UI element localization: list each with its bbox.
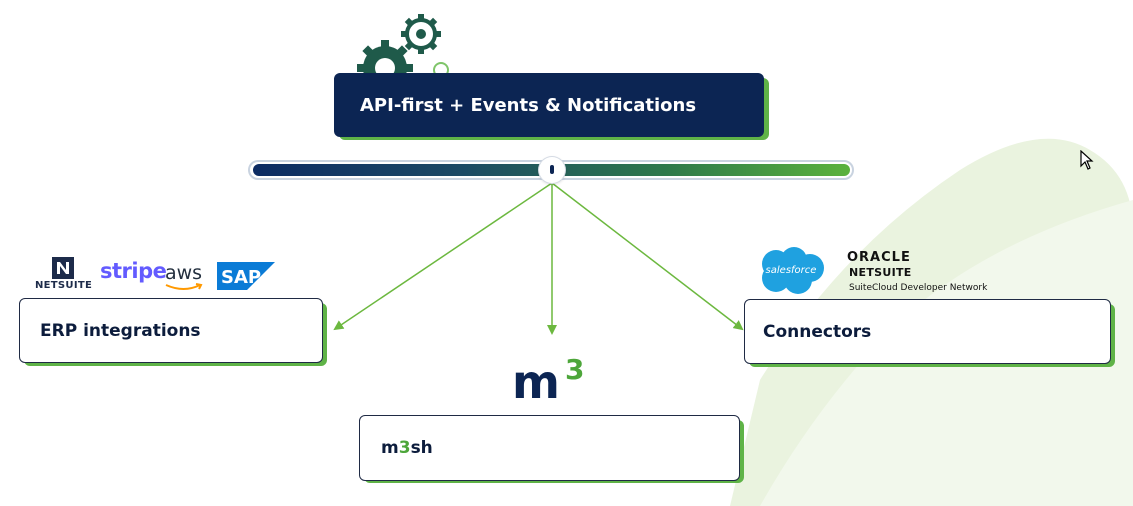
connectors-card: Connectors <box>744 299 1111 364</box>
arrow-to-erp <box>333 182 553 331</box>
netsuite-logo: NETSUITE <box>35 280 93 291</box>
stripe-logo: stripe <box>100 259 167 283</box>
sap-logo: SAP <box>217 262 275 290</box>
m3-logo: m <box>512 355 560 409</box>
aws-logo: aws <box>165 262 203 284</box>
erp-integrations-label: ERP integrations <box>40 320 201 341</box>
sap-logo-text: SAP <box>221 267 261 288</box>
m3-logo-superscript: 3 <box>565 353 585 386</box>
aws-smile-icon <box>165 283 203 290</box>
connectors-label: Connectors <box>763 321 872 342</box>
erp-integrations-card: ERP integrations <box>19 298 323 363</box>
m3sh-label-suffix: sh <box>410 438 433 458</box>
m3sh-label-prefix: m <box>381 438 399 458</box>
arrow-to-connectors <box>551 182 744 331</box>
salesforce-logo-text: salesforce <box>766 265 817 276</box>
api-first-box: API-first + Events & Notifications <box>334 73 764 137</box>
mouse-cursor-icon <box>1080 150 1094 170</box>
api-first-title: API-first + Events & Notifications <box>360 94 697 116</box>
slider-knob-grip <box>550 165 554 174</box>
oracle-logo: ORACLE <box>847 250 911 265</box>
m3sh-label-mid: 3 <box>398 438 411 458</box>
salesforce-logo: salesforce <box>762 247 824 294</box>
netsuite-n-icon <box>52 257 74 279</box>
suitecloud-logo: SuiteCloud Developer Network <box>849 283 988 293</box>
oracle-netsuite-logo: NETSUITE <box>849 266 912 279</box>
